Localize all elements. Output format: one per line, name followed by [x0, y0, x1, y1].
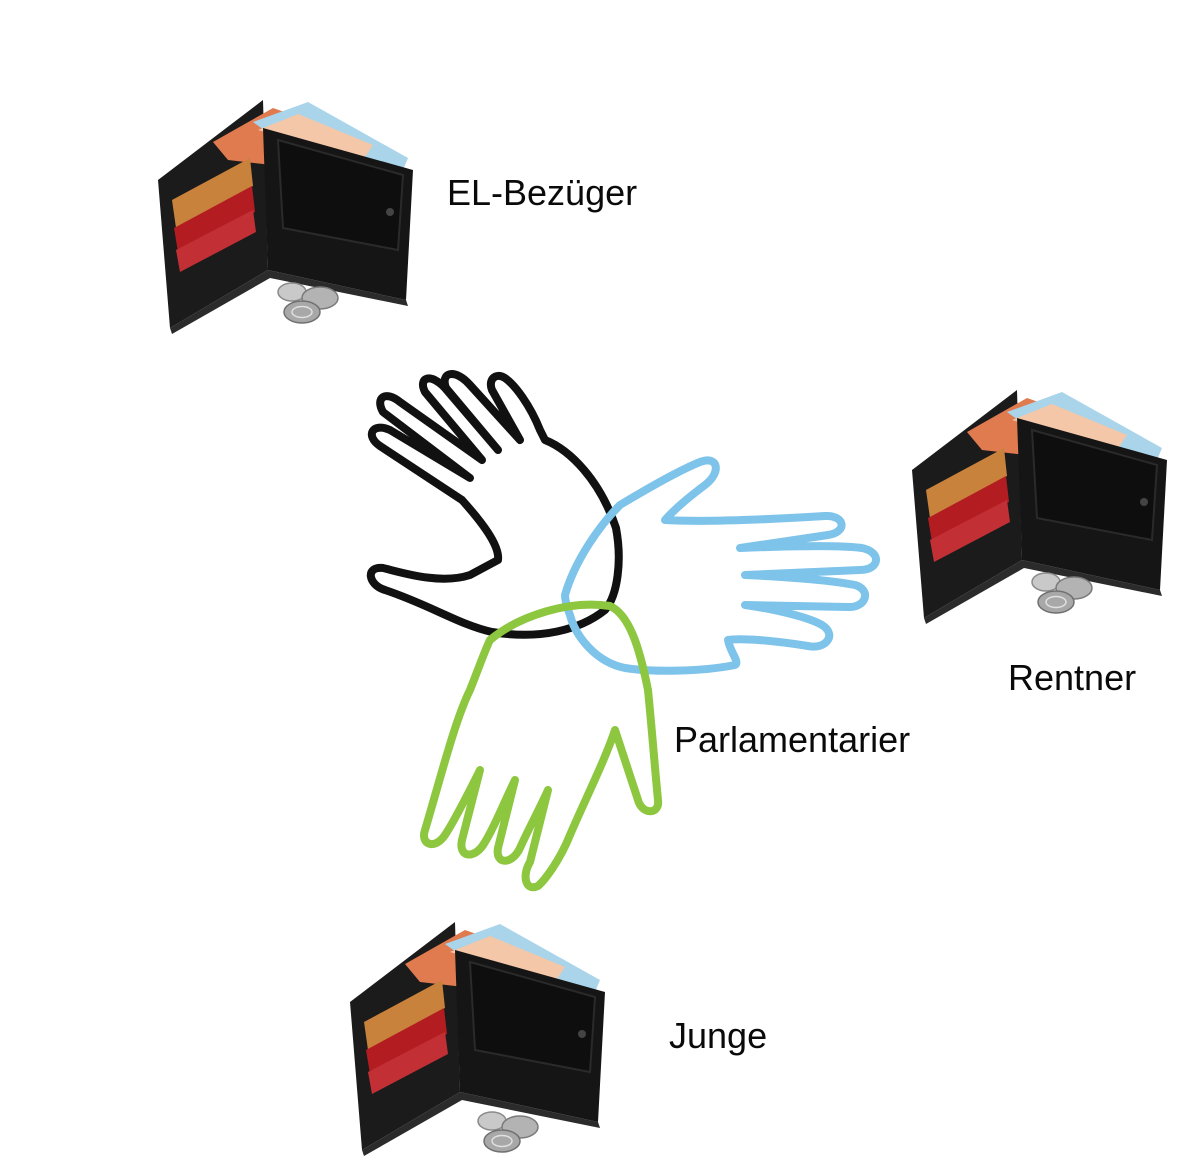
label-junge: Junge [669, 1015, 768, 1056]
label-el-bezueger: EL-Bezüger [447, 172, 638, 213]
label-parlamentarier: Parlamentarier [674, 719, 911, 760]
blue-hand-outline-icon [561, 456, 880, 675]
green-hand-outline-icon [420, 600, 663, 892]
label-rentner: Rentner [1008, 657, 1137, 698]
black-hand-outline-icon [366, 370, 623, 639]
